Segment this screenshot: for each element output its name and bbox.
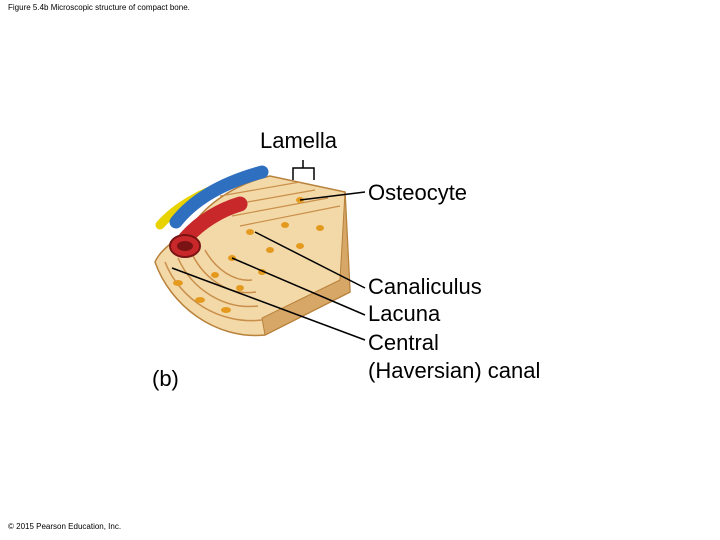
copyright-notice: © 2015 Pearson Education, Inc. (8, 522, 122, 531)
lacunae (173, 197, 324, 313)
osteocyte-leader (299, 191, 366, 201)
label-central-canal-line1: Central (368, 330, 439, 355)
vein (169, 165, 269, 229)
label-osteocyte: Osteocyte (368, 180, 468, 205)
central-canal-leader (171, 267, 366, 341)
label-lacuna: Lacuna (368, 301, 441, 326)
vessels (155, 165, 269, 258)
artery (178, 196, 248, 246)
lacuna-leader (231, 257, 366, 316)
panel-letter: (b) (152, 366, 179, 391)
canaliculus-leader (254, 231, 366, 289)
label-lamella: Lamella (260, 128, 338, 153)
lamella-bracket (292, 160, 315, 180)
figure-caption: Figure 5.4b Microscopic structure of com… (8, 3, 190, 12)
label-canaliculus: Canaliculus (368, 274, 482, 299)
leader-lines (171, 160, 366, 341)
label-central-canal-line2: (Haversian) canal (368, 358, 541, 383)
